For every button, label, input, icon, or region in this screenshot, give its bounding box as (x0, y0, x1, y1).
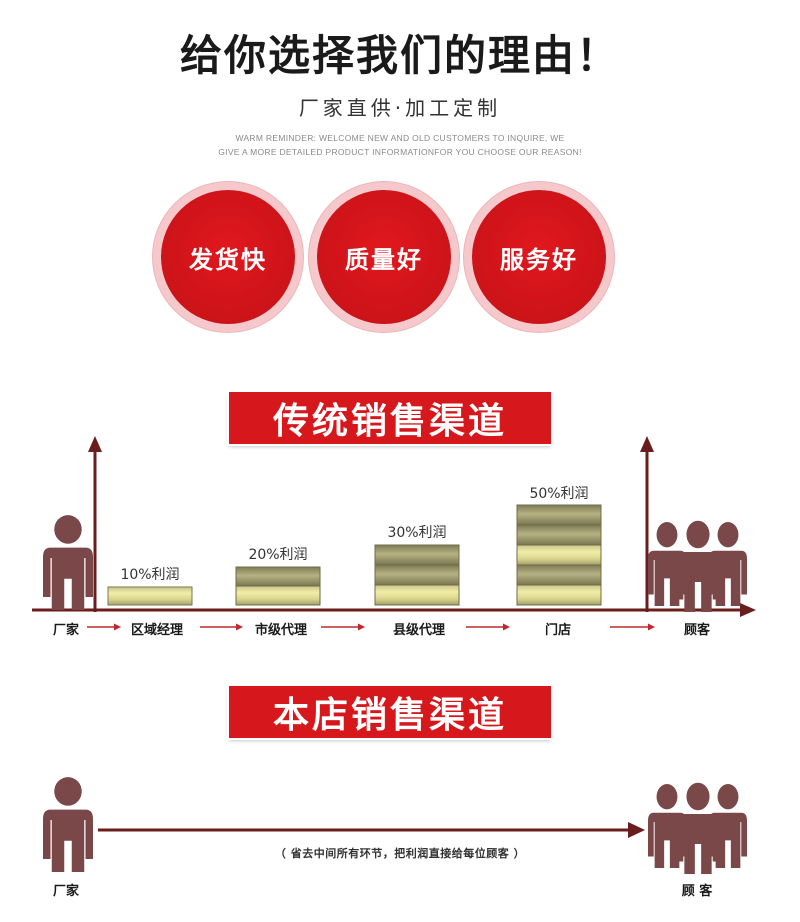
our-channel-banner: 本店销售渠道 (229, 686, 551, 738)
traditional-axes (32, 448, 742, 612)
profit-label-10: 10%利润 (120, 567, 180, 583)
coin-stack-30 (374, 544, 460, 606)
reason-badge-quality: 质量好 (317, 190, 451, 324)
direct-label-customer: 顾 客 (681, 884, 713, 899)
stage-label-regional-manager: 区域经理 (130, 623, 183, 638)
stage-label-city-agent: 市级代理 (254, 623, 307, 638)
stage-label-customer: 顾客 (683, 623, 710, 638)
reason-badge-service: 服务好 (472, 190, 606, 324)
coin-stack-50 (516, 504, 602, 606)
stage-label-manufacturer: 厂家 (52, 623, 79, 638)
reason-badge-fast-shipping: 发货快 (161, 190, 295, 324)
page-subtitle: 厂家直供·加工定制 (298, 96, 502, 120)
direct-channel-arrow (98, 822, 645, 838)
profit-label-50: 50%利润 (529, 486, 589, 502)
page-title: 给你选择我们的理由！ (179, 31, 620, 80)
reminder-line-2: GIVE A MORE DETAILED PRODUCT INFORMATION… (218, 147, 582, 157)
coin-stack-20 (235, 566, 321, 606)
profit-label-20: 20%利润 (248, 547, 308, 563)
reminder-line-1: WARM REMINDER: WELCOME NEW AND OLD CUSTO… (235, 133, 565, 143)
coin-stack-10 (107, 586, 193, 606)
traditional-channel-banner: 传统销售渠道 (229, 392, 551, 444)
direct-customers-group-icon (648, 782, 747, 874)
stage-flow-arrows (87, 623, 655, 631)
traditional-arrowheads (88, 436, 756, 617)
manufacturer-person-icon (43, 515, 93, 610)
stage-label-county-agent: 县级代理 (392, 623, 445, 638)
direct-manufacturer-person-icon (43, 777, 93, 872)
reminder-text: WARM REMINDER: WELCOME NEW AND OLD CUSTO… (150, 131, 650, 159)
customers-group-icon (648, 520, 747, 612)
direct-label-manufacturer: 厂家 (52, 884, 79, 899)
profit-label-30: 30%利润 (387, 525, 447, 541)
stage-label-store: 门店 (544, 623, 571, 638)
direct-channel-note: （ 省去中间所有环节，把利润直接给每位顾客 ） (274, 847, 526, 860)
